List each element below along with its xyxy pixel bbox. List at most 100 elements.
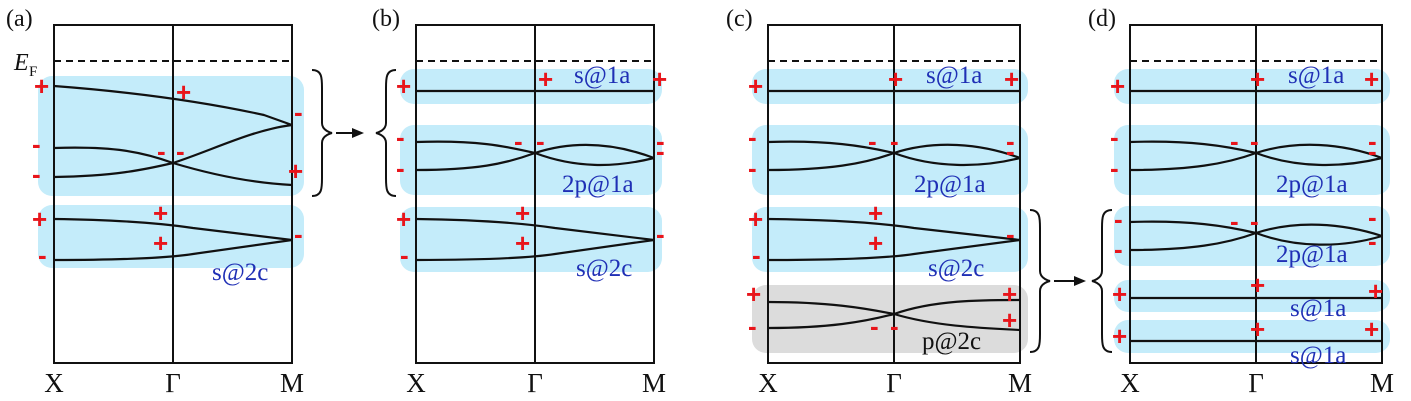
tick-label-x: X	[44, 368, 64, 398]
fermi-label-subscript: F	[29, 64, 37, 80]
parity-plus-sign: +	[1112, 279, 1127, 309]
band-group-label: s@1a	[926, 62, 982, 89]
parity-plus-sign: +	[288, 156, 303, 186]
parity-plus-sign: +	[1364, 314, 1379, 344]
panel-label: (d)	[1088, 6, 1116, 32]
parity-plus-sign: +	[153, 228, 168, 258]
parity-minus-sign: -	[1368, 136, 1377, 166]
band-highlight	[1114, 320, 1390, 353]
panel-label: (a)	[6, 6, 33, 32]
band-group-label: 2p@1a	[914, 171, 986, 198]
fermi-label: E	[13, 50, 29, 76]
parity-minus-sign: -	[396, 153, 405, 183]
parity-plus-sign: +	[153, 198, 168, 228]
parity-minus-sign: -	[396, 122, 405, 152]
band-group-label: 2p@1a	[562, 171, 634, 198]
band-group-label: s@2c	[576, 255, 632, 282]
parity-plus-sign: +	[1112, 321, 1127, 351]
parity-plus-sign: +	[1250, 314, 1265, 344]
band-group-label: s@1a	[1290, 342, 1346, 369]
band-line	[767, 238, 1021, 262]
parity-minus-sign: -	[870, 311, 879, 341]
parity-minus-sign: -	[176, 136, 185, 166]
band-group-label: 2p@1a	[1276, 171, 1348, 198]
parity-minus-sign: -	[1006, 126, 1015, 156]
parity-minus-sign: -	[656, 219, 665, 249]
band-line	[415, 217, 655, 242]
parity-minus-sign: -	[32, 159, 41, 189]
parity-minus-sign: -	[38, 240, 47, 270]
parity-plus-sign: +	[1110, 71, 1125, 101]
parity-minus-sign: -	[748, 122, 757, 152]
band-group-label: s@2c	[212, 259, 268, 286]
tick-label-x: X	[406, 368, 426, 398]
tick-label-gamma: Γ	[886, 368, 902, 398]
parity-plus-sign: +	[748, 204, 763, 234]
tick-label-m: M	[1370, 368, 1394, 398]
parity-minus-sign: -	[1110, 153, 1119, 183]
parity-plus-sign: +	[1250, 270, 1265, 300]
parity-minus-sign: -	[752, 240, 761, 270]
tick-label-gamma: Γ	[1248, 368, 1264, 398]
band-highlight	[400, 207, 662, 272]
parity-plus-sign: +	[396, 204, 411, 234]
parity-minus-sign: -	[748, 311, 757, 341]
parity-plus-sign: +	[868, 228, 883, 258]
parity-minus-sign: -	[890, 311, 899, 341]
parity-minus-sign: -	[1006, 136, 1015, 166]
parity-plus-sign: +	[1364, 64, 1379, 94]
highlight-bands	[38, 69, 1390, 353]
band-group-label: s@1a	[1290, 295, 1346, 322]
parity-plus-sign: +	[34, 71, 49, 101]
parity-plus-sign: +	[176, 77, 191, 107]
parity-minus-sign: -	[294, 97, 303, 127]
parity-minus-sign: -	[1110, 122, 1119, 152]
parity-minus-sign: -	[1114, 204, 1123, 234]
parity-minus-sign: -	[868, 126, 877, 156]
tick-label-m: M	[280, 368, 304, 398]
parity-minus-sign: -	[536, 126, 545, 156]
band-highlight	[1114, 206, 1390, 266]
tick-label-x: X	[758, 368, 778, 398]
panel-label: (c)	[726, 6, 753, 32]
parity-minus-sign: -	[1230, 206, 1239, 236]
parity-minus-sign: -	[1006, 219, 1015, 249]
band-highlight	[38, 76, 304, 196]
parity-plus-sign: +	[538, 64, 553, 94]
parity-minus-sign: -	[1368, 226, 1377, 256]
parity-minus-sign: -	[294, 219, 303, 249]
parity-minus-sign: -	[890, 126, 899, 156]
band-highlight	[1114, 280, 1390, 312]
parity-plus-sign: +	[1002, 305, 1017, 335]
parity-minus-sign: -	[400, 240, 409, 270]
arrow-head	[1074, 276, 1086, 286]
parity-minus-sign: -	[32, 129, 41, 159]
parity-minus-sign: -	[514, 126, 523, 156]
parity-minus-sign: -	[1368, 126, 1377, 156]
parity-minus-sign: -	[656, 136, 665, 166]
band-group-label: 2p@1a	[1276, 241, 1348, 268]
parity-minus-sign: -	[1368, 202, 1377, 232]
grouping-brace	[1091, 209, 1113, 353]
parity-plus-sign: +	[652, 64, 667, 94]
tick-label-m: M	[1008, 368, 1032, 398]
band-group-label: s@1a	[1288, 62, 1344, 89]
tick-label-gamma: Γ	[527, 368, 543, 398]
parity-minus-sign: -	[1230, 126, 1239, 156]
parity-plus-sign: +	[1368, 276, 1383, 306]
parity-plus-sign: +	[868, 198, 883, 228]
tick-label-m: M	[642, 368, 666, 398]
band-highlight	[1114, 69, 1390, 104]
band-line	[53, 238, 293, 262]
parity-minus-sign: -	[157, 136, 166, 166]
parity-minus-sign: -	[1250, 126, 1259, 156]
band-group-label: s@1a	[574, 62, 630, 89]
parity-plus-sign: +	[748, 71, 763, 101]
parity-minus-sign: -	[1250, 206, 1259, 236]
panel-label: (b)	[372, 6, 400, 32]
parity-plus-sign: +	[396, 71, 411, 101]
parity-plus-sign: +	[888, 64, 903, 94]
parity-plus-sign: +	[1250, 64, 1265, 94]
grouping-brace	[311, 69, 333, 197]
